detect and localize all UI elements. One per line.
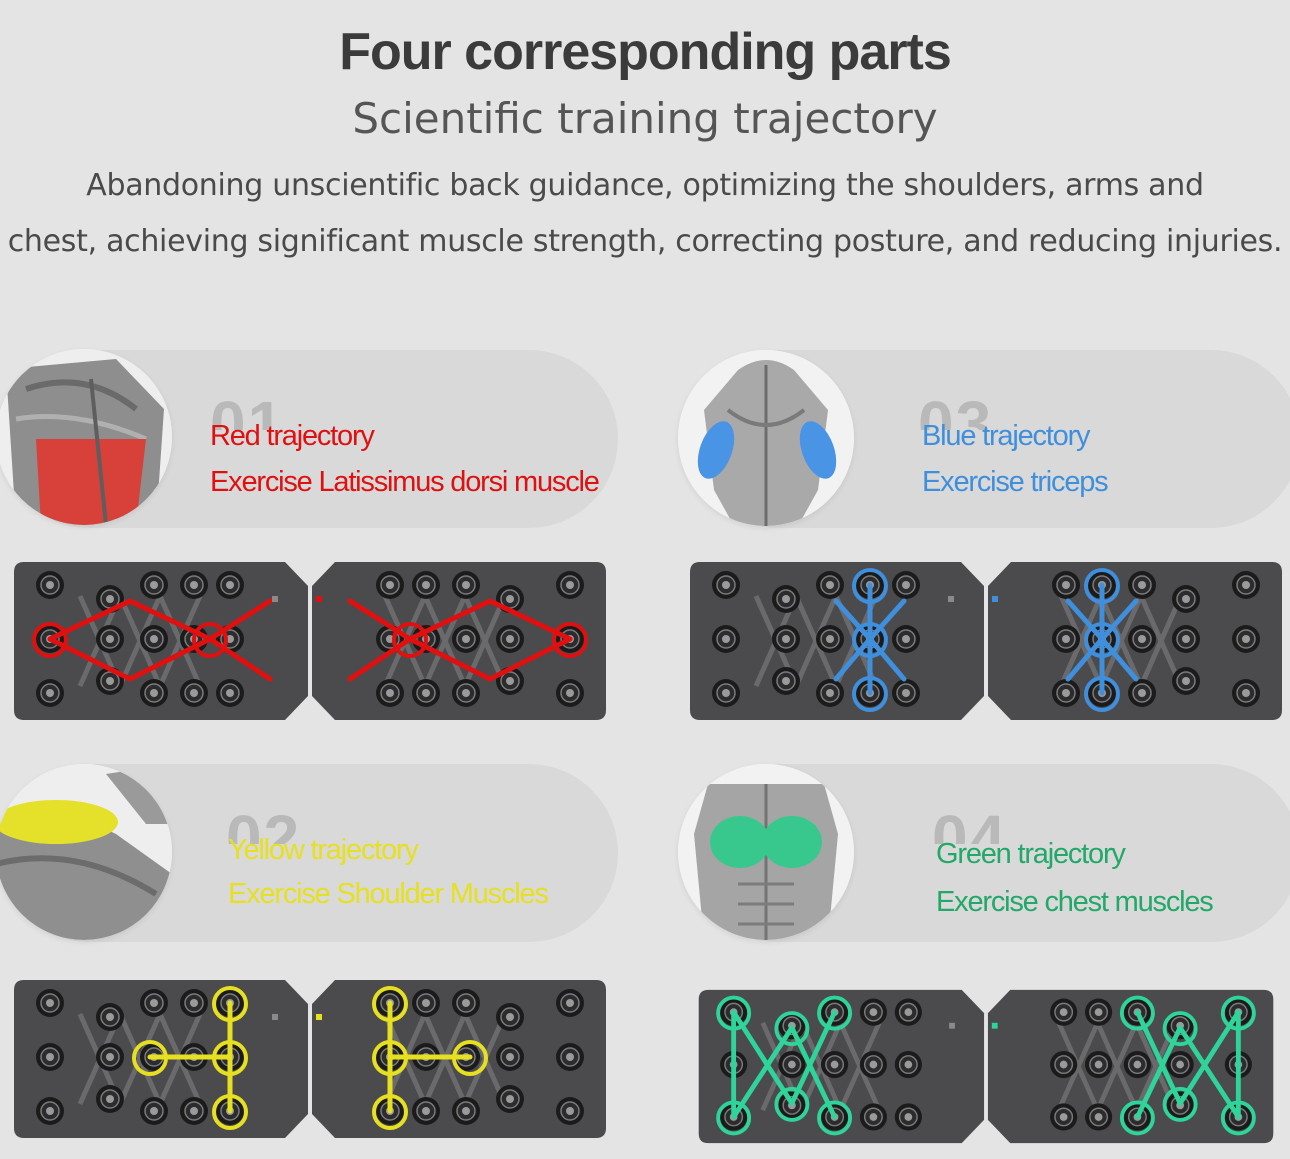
page-title: Four corresponding parts — [339, 23, 952, 81]
page-subtitle: Scientific training trajectory — [352, 94, 938, 143]
shoulder-icon — [0, 764, 172, 940]
description-line-2: chest, achieving significant muscle stre… — [7, 224, 1283, 259]
pushup-board-blue — [686, 556, 1286, 726]
part-04-trajectory: Green trajectory — [936, 838, 1126, 870]
part-01-exercise: Exercise Latissimus dorsi muscle — [210, 466, 600, 498]
part-03-number: 03 — [918, 388, 994, 430]
part-04-exercise: Exercise chest muscles — [936, 886, 1214, 918]
description-line-1: Abandoning unscientific back guidance, o… — [86, 168, 1204, 203]
pushup-board-red — [10, 556, 610, 726]
pushup-board-yellow — [10, 974, 610, 1144]
part-04-number: 04 — [932, 802, 1008, 844]
part-01-number: 01 — [210, 388, 286, 430]
part-03-trajectory: Blue trajectory — [922, 420, 1091, 452]
part-02-trajectory: Yellow trajectory — [228, 834, 419, 866]
part-02-exercise: Exercise Shoulder Muscles — [228, 878, 549, 910]
back-lats-icon — [0, 349, 172, 525]
part-02-number: 02 — [226, 802, 302, 844]
chest-icon — [678, 764, 854, 940]
part-03-exercise: Exercise triceps — [922, 466, 1109, 498]
triceps-icon — [678, 350, 854, 526]
part-01-trajectory: Red trajectory — [210, 420, 375, 452]
pushup-board-green — [686, 984, 1286, 1149]
